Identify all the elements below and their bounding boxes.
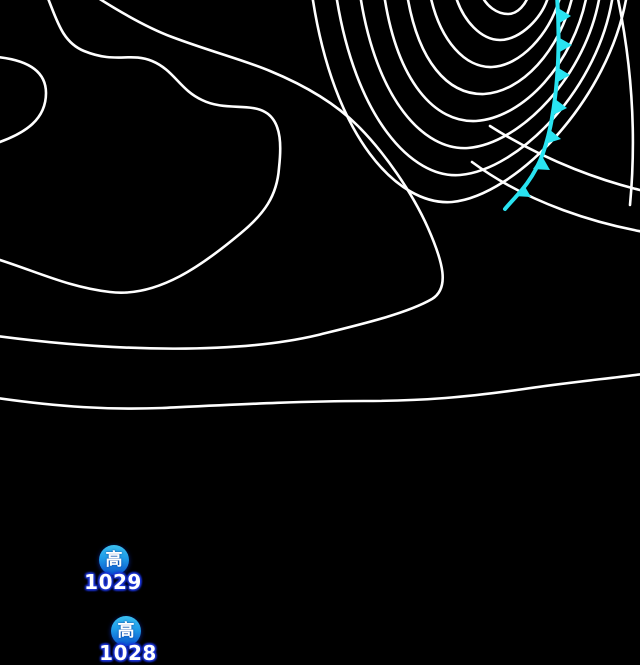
cold-front-barb (553, 99, 567, 115)
isobar-line (430, 0, 561, 69)
isobar-line (0, 373, 640, 410)
cold-front (503, 0, 572, 211)
isobar-front-layer (0, 0, 640, 410)
isobar-line (488, 124, 640, 192)
isobar-line (455, 0, 549, 42)
high-symbol: 高 (105, 549, 123, 570)
cold-front-barb (556, 67, 570, 83)
isobar-line (616, 0, 635, 207)
isobar-line (406, 0, 573, 96)
isobar-line (359, 0, 601, 150)
cold-front-barb (558, 37, 572, 53)
isobar-line (482, 0, 528, 16)
cold-front-barb (533, 156, 550, 170)
pressure-value: 1028 (99, 641, 157, 665)
isobar-line (311, 0, 628, 204)
isobar-line (470, 160, 640, 233)
cold-front-barb (514, 185, 531, 197)
isobar-line (0, 0, 444, 350)
isobar-line (383, 0, 587, 123)
cold-front-line (503, 0, 561, 211)
cold-front-barb (558, 8, 571, 24)
isobar-line (335, 0, 614, 177)
cold-front-barb (545, 129, 561, 144)
isobar-line (0, 0, 282, 294)
isobar-line (0, 56, 48, 144)
high-symbol: 高 (117, 620, 135, 641)
pressure-value: 1029 (84, 570, 142, 594)
